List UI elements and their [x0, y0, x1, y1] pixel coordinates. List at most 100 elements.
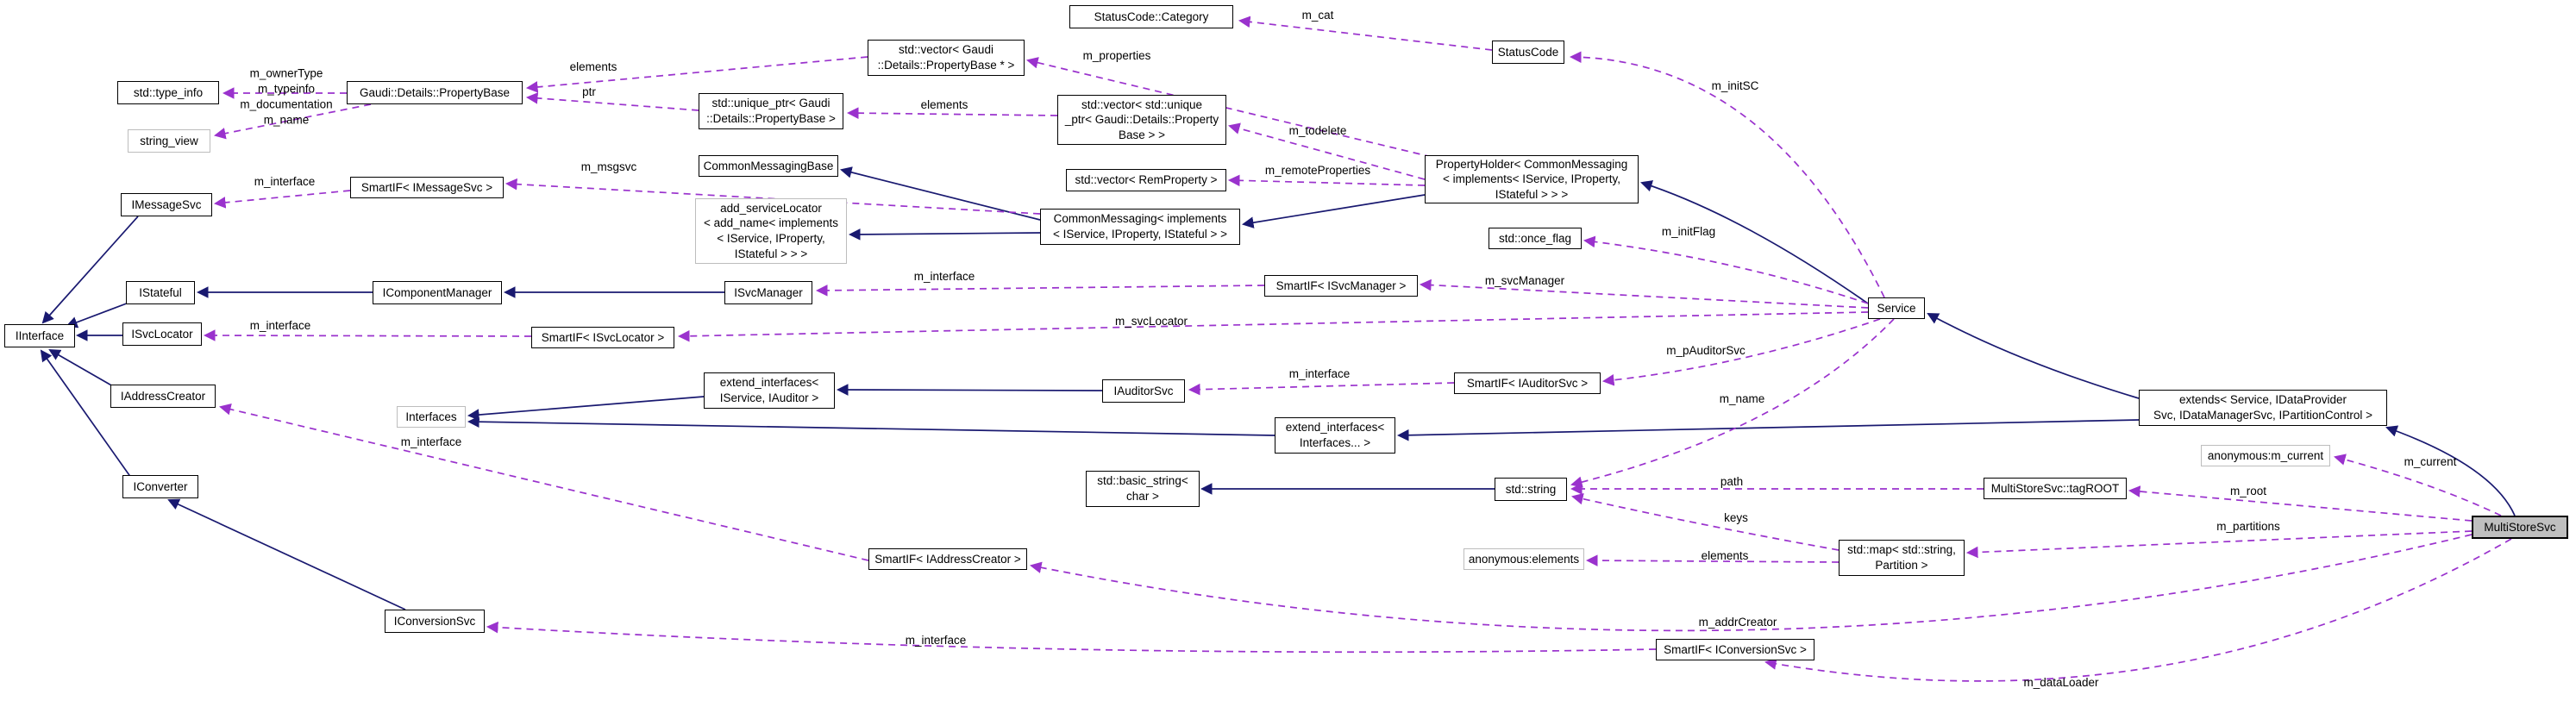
edge-unique-ptr-propertybase-to-propertybase — [525, 92, 699, 111]
node-unique-ptr-propertybase[interactable]: std::unique_ptr< Gaudi ::Details::Proper… — [699, 93, 843, 129]
edge-label-service-once-flag: m_initFlag — [1661, 225, 1716, 239]
edge-label-smartif-imessagesvc-imessagesvc: m_interface — [254, 175, 316, 189]
edge-smartif-iconversionsvc-to-iconversionsvc — [486, 621, 1657, 654]
node-map-string-partition[interactable]: std::map< std::string, Partition > — [1839, 540, 1965, 576]
edge-common-messaging-to-add-servicelocator — [848, 228, 1041, 241]
edge-service-to-smartif-iauditorsvc — [1601, 318, 1881, 386]
node-anonymous-m-current: anonymous:m_current — [2201, 445, 2330, 466]
node-iauditorsvc[interactable]: IAuditorSvc — [1102, 379, 1185, 403]
node-tagroot[interactable]: MultiStoreSvc::tagROOT — [1984, 478, 2127, 499]
node-string-view: string_view — [128, 129, 210, 153]
edge-label-service-smartif-isvclocator: m_svcLocator — [1114, 315, 1188, 328]
edge-service-to-once-flag — [1583, 235, 1869, 304]
node-smartif-imessagesvc[interactable]: SmartIF< IMessageSvc > — [350, 177, 504, 198]
edge-property-holder-to-common-messaging — [1241, 194, 1426, 228]
edge-label-multistoresvc-map-string-partition: m_partitions — [2216, 520, 2280, 534]
edge-service-to-property-holder — [1640, 180, 1869, 304]
edge-extend-interfaces-interfaces-to-interfaces — [467, 416, 1275, 436]
edge-service-to-statuscode — [1569, 51, 1885, 298]
edge-label-unique-ptr-propertybase-propertybase: ptr — [582, 85, 596, 99]
edge-label-property-holder-vector-propertybase-ptr: m_properties — [1082, 49, 1151, 63]
edge-label-multistoresvc-tagroot: m_root — [2229, 485, 2267, 498]
node-extend-interfaces-iservice-iauditor[interactable]: extend_interfaces< IService, IAuditor > — [704, 372, 835, 409]
edge-map-string-partition-to-std-string — [1571, 492, 1840, 551]
node-service[interactable]: Service — [1868, 297, 1925, 319]
edge-smartif-imessagesvc-to-imessagesvc — [213, 190, 351, 209]
node-vector-unique-ptr[interactable]: std::vector< std::unique _ptr< Gaudi::De… — [1057, 95, 1226, 145]
node-common-messaging-base[interactable]: CommonMessagingBase — [699, 155, 838, 177]
node-propertybase[interactable]: Gaudi::Details::PropertyBase — [347, 81, 523, 104]
edge-label-map-string-partition-anonymous-elements: elements — [1701, 549, 1749, 563]
node-statuscode-category[interactable]: StatusCode::Category — [1069, 5, 1233, 28]
edge-label-service-statuscode: m_initSC — [1711, 79, 1759, 93]
node-iconversionsvc[interactable]: IConversionSvc — [385, 610, 485, 633]
edge-vector-propertybase-ptr-to-propertybase — [525, 56, 868, 93]
node-anonymous-elements: anonymous:elements — [1463, 548, 1584, 570]
node-istateful[interactable]: IStateful — [126, 281, 195, 304]
edge-extend-interfaces-iservice-iauditor-to-interfaces — [467, 396, 705, 421]
edge-label-tagroot-std-string: path — [1720, 475, 1744, 489]
node-iinterface[interactable]: IInterface — [4, 324, 75, 347]
edge-iauditorsvc-to-extend-interfaces-iservice-iauditor — [836, 384, 1103, 396]
edge-property-holder-to-vector-unique-ptr — [1228, 122, 1426, 180]
edge-label-service-smartif-isvcmanager: m_svcManager — [1484, 274, 1565, 288]
edge-extends-service-to-service — [1927, 313, 2140, 399]
edge-multistoresvc-to-smartif-iaddresscreator — [1029, 534, 2473, 632]
node-icomponentmanager[interactable]: IComponentManager — [373, 281, 502, 304]
node-common-messaging[interactable]: CommonMessaging< implements < IService, … — [1040, 209, 1240, 245]
edge-propertybase-to-string-view — [213, 103, 372, 140]
node-smartif-iaddresscreator[interactable]: SmartIF< IAddressCreator > — [868, 548, 1027, 570]
edge-service-to-smartif-isvcmanager — [1419, 278, 1869, 309]
edge-label-smartif-iauditorsvc-iauditorsvc: m_interface — [1288, 367, 1351, 381]
edge-label-smartif-iconversionsvc-iconversionsvc: m_interface — [905, 634, 967, 648]
edge-multistoresvc-to-smartif-iconversionsvc — [1764, 538, 2512, 682]
node-isvcmanager[interactable]: ISvcManager — [724, 281, 812, 304]
edge-map-string-partition-to-anonymous-elements — [1585, 554, 1840, 566]
edge-label-vector-unique-ptr-unique-ptr-propertybase: elements — [920, 98, 968, 112]
node-iconverter[interactable]: IConverter — [122, 475, 198, 498]
node-std-string[interactable]: std::string — [1495, 478, 1567, 501]
edge-iaddresscreator-to-iinterface — [48, 348, 120, 391]
node-iaddresscreator[interactable]: IAddressCreator — [110, 385, 216, 408]
edge-label-multistoresvc-anonymous-m-current: m_current — [2404, 455, 2457, 469]
edge-label-multistoresvc-smartif-iaddresscreator: m_addrCreator — [1698, 616, 1777, 629]
node-vector-remproperty[interactable]: std::vector< RemProperty > — [1066, 169, 1226, 191]
edge-label-service-smartif-iauditorsvc: m_pAuditorSvc — [1666, 344, 1746, 358]
node-smartif-isvcmanager[interactable]: SmartIF< ISvcManager > — [1264, 275, 1418, 297]
node-type-info[interactable]: std::type_info — [117, 81, 219, 104]
node-vector-propertybase-ptr[interactable]: std::vector< Gaudi ::Details::PropertyBa… — [868, 40, 1025, 76]
node-statuscode[interactable]: StatusCode — [1492, 41, 1564, 64]
edge-smartif-iaddresscreator-to-iaddresscreator — [219, 404, 869, 561]
edge-service-to-std-string — [1570, 318, 1895, 488]
edge-property-holder-to-vector-remproperty — [1227, 174, 1426, 187]
node-smartif-iauditorsvc[interactable]: SmartIF< IAuditorSvc > — [1454, 372, 1601, 394]
node-property-holder[interactable]: PropertyHolder< CommonMessaging < implem… — [1425, 155, 1639, 203]
edge-service-to-smartif-isvclocator — [677, 311, 1869, 342]
node-extends-service[interactable]: extends< Service, IDataProvider Svc, IDa… — [2139, 390, 2387, 426]
node-isvclocator[interactable]: ISvcLocator — [122, 322, 202, 346]
edge-multistoresvc-to-tagroot — [2128, 485, 2473, 522]
edge-common-messaging-to-common-messaging-base — [840, 166, 1041, 221]
edge-label-property-holder-vector-remproperty: m_remoteProperties — [1264, 164, 1371, 178]
edge-smartif-iauditorsvc-to-iauditorsvc — [1188, 382, 1455, 396]
edge-smartif-isvcmanager-to-isvcmanager — [815, 285, 1265, 297]
node-once-flag[interactable]: std::once_flag — [1489, 228, 1582, 249]
node-add-servicelocator: add_serviceLocator < add_name< implement… — [695, 198, 847, 264]
node-smartif-isvclocator[interactable]: SmartIF< ISvcLocator > — [531, 327, 674, 348]
edge-label-service-std-string: m_name — [1719, 392, 1765, 406]
edge-label-map-string-partition-std-string: keys — [1724, 511, 1748, 525]
node-extend-interfaces-interfaces[interactable]: extend_interfaces< Interfaces... > — [1275, 417, 1395, 454]
node-smartif-iconversionsvc[interactable]: SmartIF< IConversionSvc > — [1656, 639, 1814, 660]
node-multistoresvc: MultiStoreSvc — [2472, 516, 2568, 539]
node-basic-string[interactable]: std::basic_string< char > — [1086, 471, 1200, 507]
edge-label-vector-propertybase-ptr-propertybase: elements — [569, 60, 617, 74]
edge-label-propertybase-string-view: m_documentation m_name — [240, 97, 333, 126]
edge-extends-service-to-extend-interfaces-interfaces — [1396, 419, 2140, 441]
edge-statuscode-to-statuscode-category — [1238, 16, 1493, 51]
edge-label-multistoresvc-smartif-iconversionsvc: m_dataLoader — [2023, 676, 2099, 690]
edge-imessagesvc-to-iinterface — [41, 216, 139, 324]
node-imessagesvc[interactable]: IMessageSvc — [121, 193, 212, 216]
edge-multistoresvc-to-extends-service — [2385, 425, 2516, 516]
edge-istateful-to-iinterface — [66, 301, 132, 328]
